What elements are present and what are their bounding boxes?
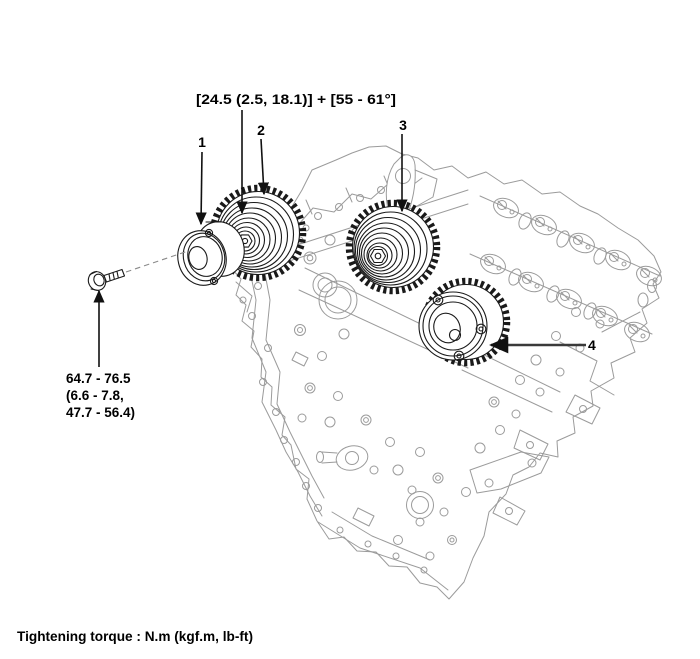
callout-2-arrow — [257, 138, 269, 196]
bolt-torque-line-2: (6.6 - 7.8, — [66, 388, 124, 403]
mounting-bolt — [87, 268, 126, 292]
callout-4-label: 4 — [588, 337, 596, 353]
callout-1-arrow — [195, 151, 207, 226]
top-torque-label: [24.5 (2.5, 18.1)] + [55 - 61°] — [196, 92, 396, 107]
cam-cap-row-lower — [480, 253, 650, 343]
sprocket-3-center-bolt — [369, 248, 387, 264]
bolt-torque-line-1: 64.7 - 76.5 — [66, 371, 131, 386]
callout-3-label: 3 — [399, 117, 407, 133]
cvvt-sprocket-3 — [345, 199, 441, 295]
footer-torque-note: Tightening torque : N.m (kgf.m, lb-ft) — [17, 629, 253, 644]
bolt-alignment-dashed-line — [125, 250, 189, 273]
engine-block-line-art — [231, 145, 662, 600]
callouts: 1 2 3 4 — [93, 110, 596, 367]
cvvt-sprocket-4 — [418, 277, 511, 367]
bolt-shank — [103, 268, 126, 283]
camshaft-hub-1 — [177, 221, 245, 286]
bolt-torque-line-3: 47.7 - 56.4) — [66, 405, 135, 420]
callout-2-label: 2 — [257, 122, 265, 138]
callout-1-label: 1 — [198, 134, 206, 150]
cam-cap-row-upper — [493, 197, 662, 287]
bolt-torque-spec: 64.7 - 76.5 (6.6 - 7.8, 47.7 - 56.4) — [66, 371, 135, 420]
